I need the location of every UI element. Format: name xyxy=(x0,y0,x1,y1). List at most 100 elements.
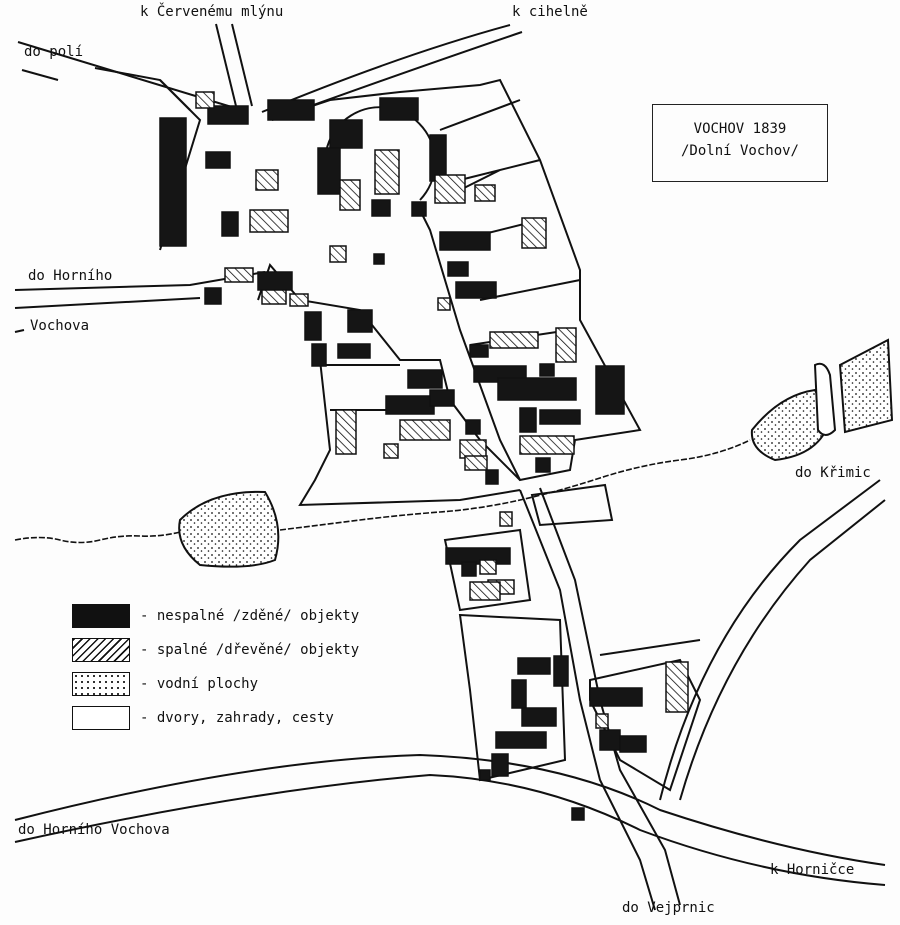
masonry-building xyxy=(429,134,447,182)
wooden-building xyxy=(224,267,254,283)
masonry-building xyxy=(485,469,499,485)
legend-label: - spalné /dřevěné/ objekty xyxy=(140,641,360,658)
map-title-box: VOCHOV 1839 /Dolní Vochov/ xyxy=(652,104,828,182)
wooden-building xyxy=(383,443,399,459)
wooden-building xyxy=(519,435,575,455)
masonry-building xyxy=(221,211,239,237)
masonry-building xyxy=(267,99,315,121)
masonry-building xyxy=(539,409,581,425)
pond-far-east xyxy=(838,338,894,434)
dotted-swatch-icon xyxy=(72,671,130,696)
wooden-building xyxy=(255,169,279,191)
masonry-building xyxy=(379,97,419,121)
masonry-building xyxy=(553,655,569,687)
wooden-building xyxy=(399,419,451,441)
masonry-building xyxy=(517,657,551,675)
masonry-building xyxy=(521,707,557,727)
masonry-building xyxy=(429,389,455,407)
masonry-building xyxy=(411,201,427,217)
wooden-building xyxy=(521,217,547,249)
masonry-building xyxy=(595,365,625,415)
label-vochova: Vochova xyxy=(30,318,90,334)
legend-item-masonry: - nespalné /zděné/ objekty xyxy=(72,602,359,629)
road-vejprnice xyxy=(519,489,656,911)
wooden-building xyxy=(555,327,577,363)
hatched-swatch-icon xyxy=(72,637,130,662)
wooden-building xyxy=(335,409,357,455)
road-krimice xyxy=(659,479,881,801)
label-vejprnice: do Vejprnic xyxy=(622,900,715,916)
pond-west xyxy=(178,490,280,568)
dam xyxy=(813,362,837,436)
wooden-building xyxy=(479,559,497,575)
wooden-building xyxy=(665,661,689,713)
masonry-building xyxy=(207,105,249,125)
masonry-building xyxy=(204,287,222,305)
map-subtitle: /Dolní Vochov/ xyxy=(680,143,799,159)
wooden-building xyxy=(437,297,451,311)
label-horni-vochov: do Horního Vochova xyxy=(18,822,170,838)
stream xyxy=(14,439,751,544)
wooden-building xyxy=(595,713,609,729)
masonry-building xyxy=(571,807,585,821)
masonry-building xyxy=(599,729,621,751)
masonry-building xyxy=(461,561,477,577)
wooden-building xyxy=(289,293,309,307)
masonry-building xyxy=(535,457,551,473)
label-krimice: do Křimic xyxy=(795,465,871,481)
wooden-building xyxy=(474,184,496,202)
road-cerveny-mlyn xyxy=(215,23,237,107)
wooden-building xyxy=(434,174,466,204)
masonry-building xyxy=(159,117,187,247)
legend-item-water: - vodní plochy xyxy=(72,670,359,697)
masonry-building xyxy=(257,271,293,291)
masonry-building xyxy=(439,231,491,251)
solid-swatch-icon xyxy=(72,603,130,628)
masonry-building xyxy=(385,395,435,415)
legend: - nespalné /zděné/ objekty - spalné /dře… xyxy=(72,602,359,738)
legend-label: - dvory, zahrady, cesty xyxy=(140,709,334,726)
label-cihelna: k cihelně xyxy=(512,4,588,20)
buildings xyxy=(159,91,689,821)
masonry-building xyxy=(491,753,509,777)
wooden-building xyxy=(329,245,347,263)
wooden-building xyxy=(261,289,287,305)
masonry-building xyxy=(337,343,371,359)
masonry-building xyxy=(495,731,547,749)
masonry-building xyxy=(329,119,363,149)
wooden-building xyxy=(464,455,488,471)
legend-item-wooden: - spalné /dřevěné/ objekty xyxy=(72,636,359,663)
masonry-building xyxy=(373,253,385,265)
masonry-building xyxy=(347,309,373,333)
pond-east xyxy=(750,388,832,462)
masonry-building xyxy=(317,147,341,195)
legend-label: - vodní plochy xyxy=(140,675,259,692)
wooden-building xyxy=(469,581,501,601)
wooden-building xyxy=(499,511,513,527)
legend-label: - nespalné /zděné/ objekty xyxy=(140,607,360,624)
masonry-building xyxy=(519,407,537,433)
label-hornicka: k Horničce xyxy=(770,862,855,878)
label-cerveny-mlyn: k Červenému mlýnu xyxy=(140,4,284,20)
masonry-building xyxy=(465,419,481,435)
masonry-building xyxy=(589,687,643,707)
wooden-building xyxy=(489,331,539,349)
legend-item-yards: - dvory, zahrady, cesty xyxy=(72,704,359,731)
masonry-building xyxy=(539,363,555,377)
wooden-building xyxy=(374,149,400,195)
wooden-building xyxy=(249,209,289,233)
masonry-building xyxy=(479,769,491,781)
empty-swatch-icon xyxy=(72,705,130,730)
masonry-building xyxy=(407,369,443,389)
wooden-building xyxy=(339,179,361,211)
masonry-building xyxy=(311,343,327,367)
masonry-building xyxy=(304,311,322,341)
masonry-building xyxy=(445,547,511,565)
masonry-building xyxy=(469,344,489,358)
masonry-building xyxy=(619,735,647,753)
road-horni-vochov xyxy=(14,753,886,866)
label-do-poli: do polí xyxy=(24,44,84,60)
masonry-building xyxy=(205,151,231,169)
masonry-building xyxy=(497,377,577,401)
